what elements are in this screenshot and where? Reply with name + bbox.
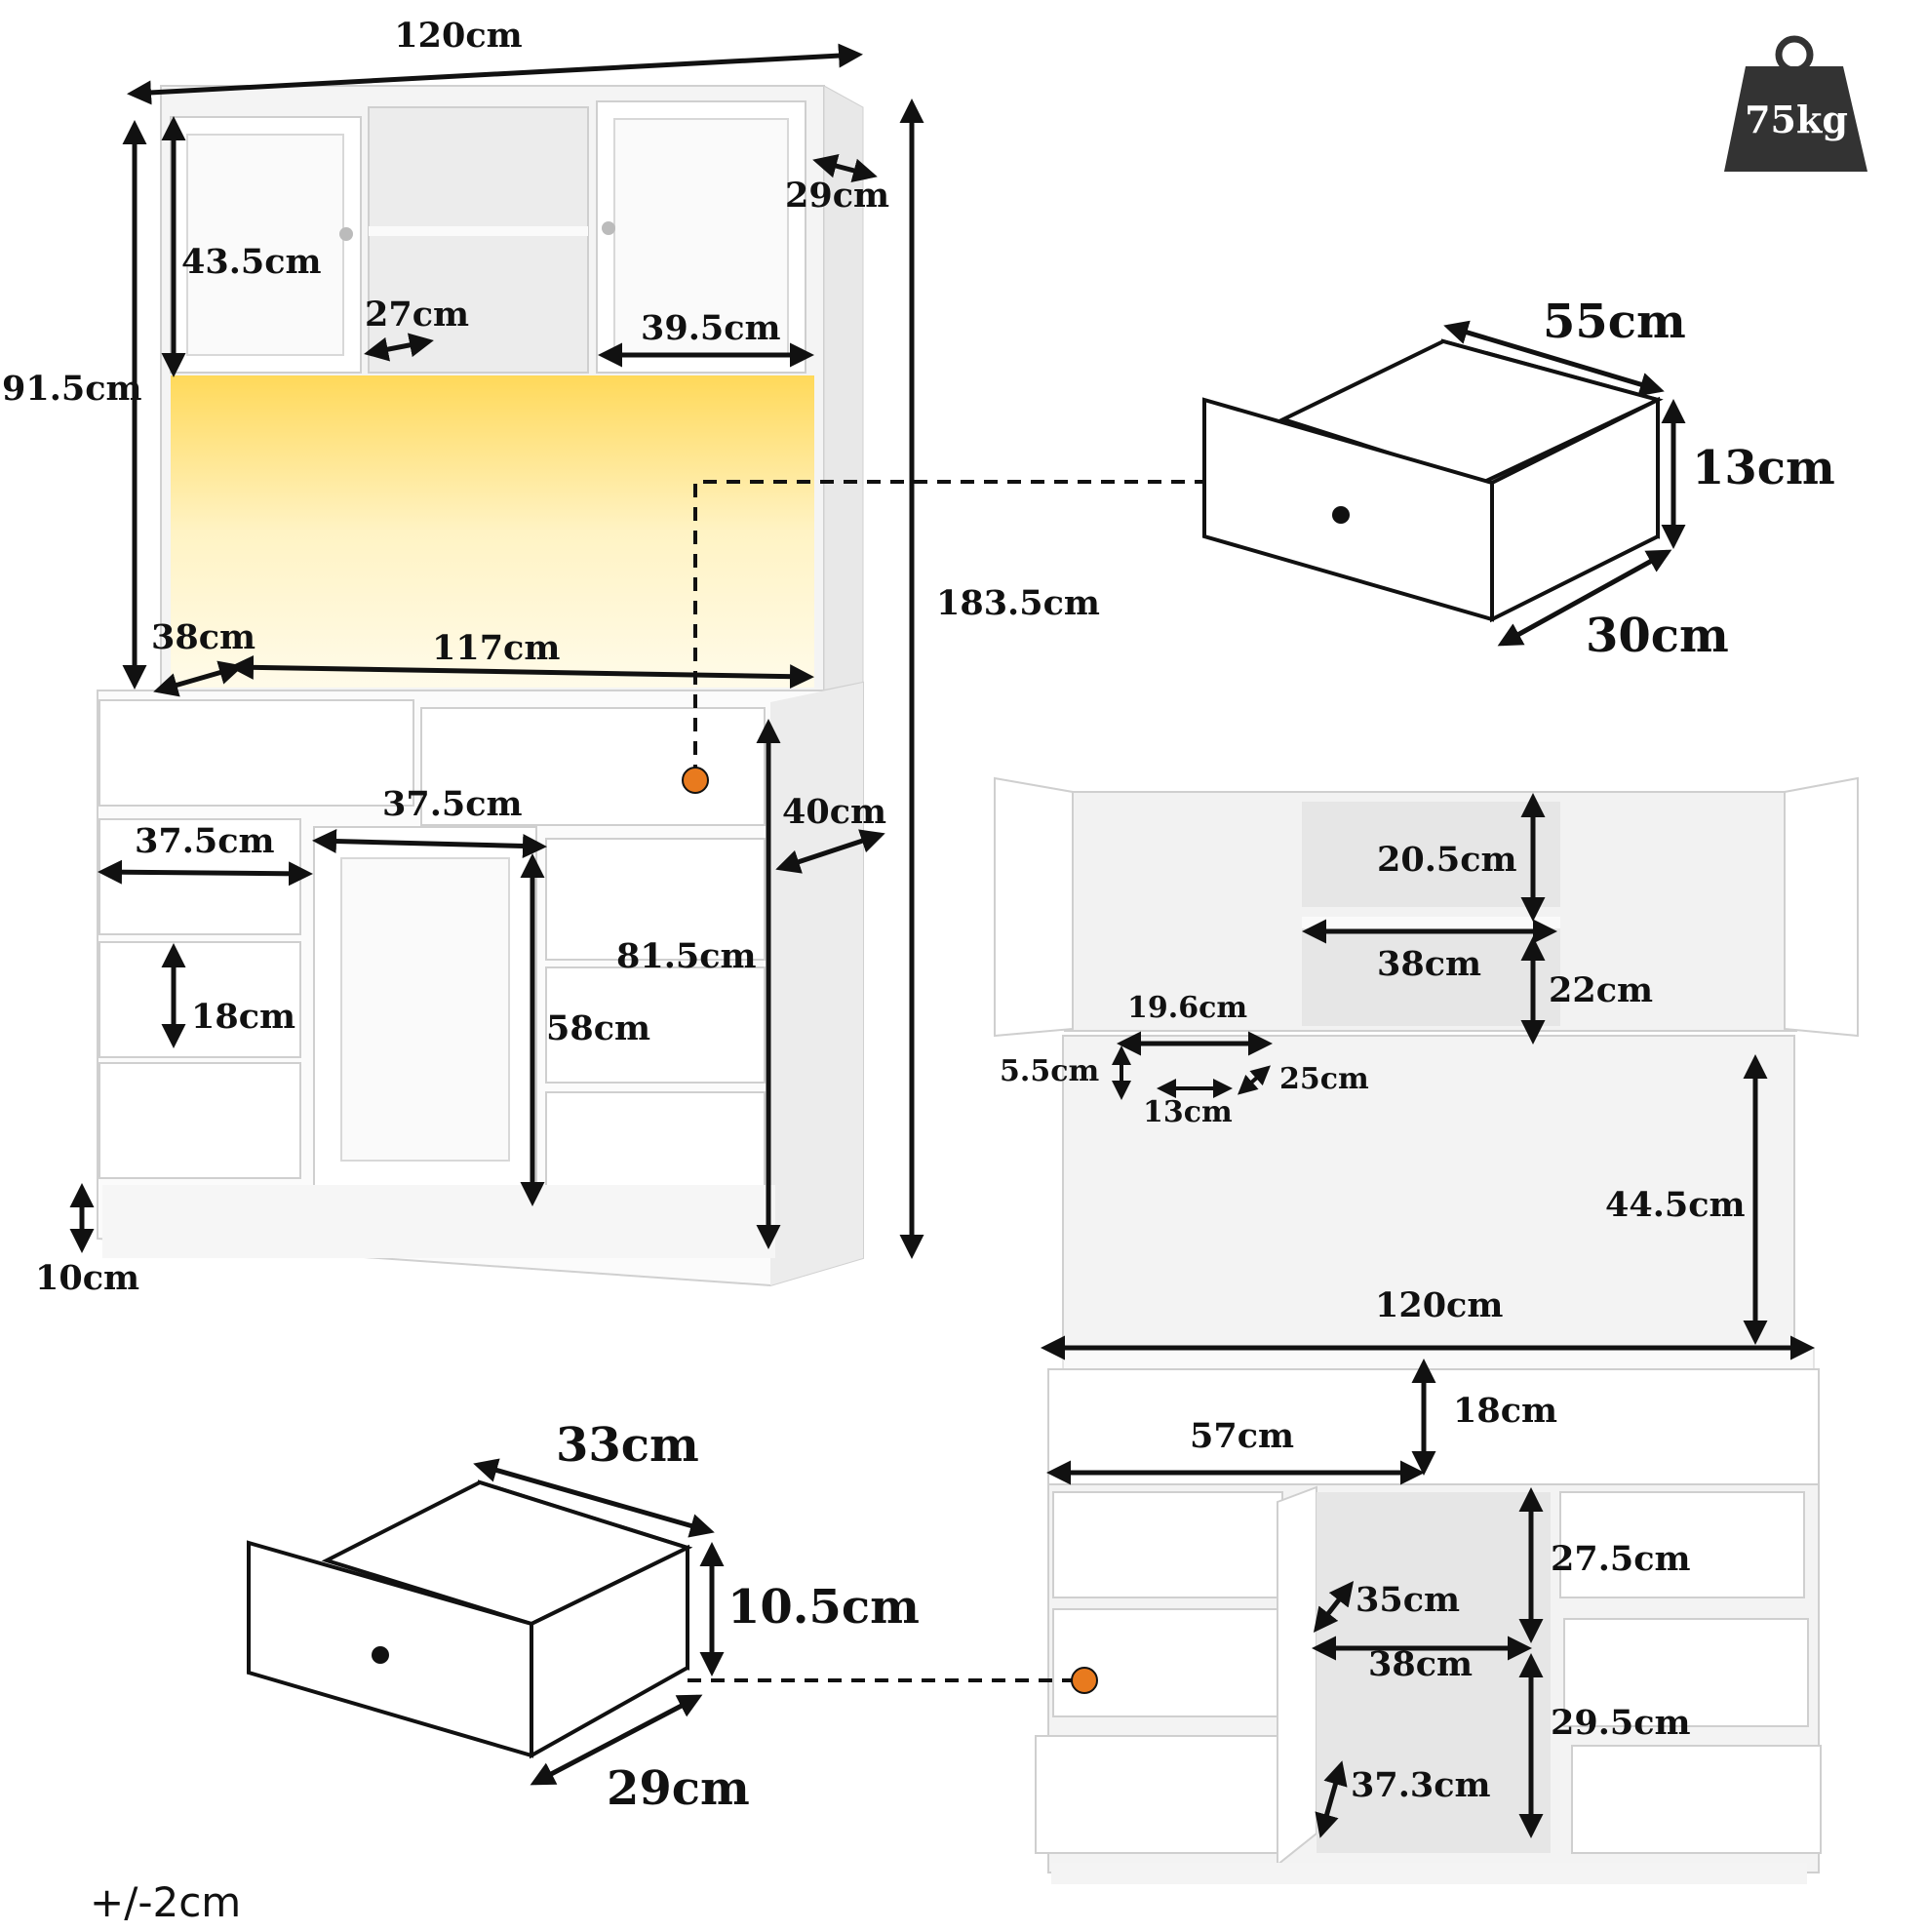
label-shelf-upper-height: 20.5cm (1377, 840, 1517, 880)
small-drawer-marker (1071, 1667, 1098, 1694)
label-small-drawer-height: 10.5cm (727, 1580, 920, 1635)
label-rack-height: 5.5cm (1000, 1054, 1099, 1088)
small-drawer-detail (247, 1479, 693, 1759)
open-view-dimensions (1041, 793, 1815, 1838)
label-hutch-height: 91.5cm (2, 369, 142, 409)
label-big-drawer-depth: 30cm (1586, 609, 1729, 663)
label-toe-kick: 10cm (35, 1258, 139, 1298)
label-base-depth-side: 40cm (782, 792, 886, 832)
label-open-shelf-width: 27cm (365, 295, 469, 335)
label-center-door-height: 58cm (546, 1008, 650, 1048)
label-cubby-width: 38cm (1377, 944, 1481, 984)
label-small-drawer-height: 18cm (191, 997, 295, 1037)
label-cabinet-lower-depth: 37.3cm (1351, 1765, 1491, 1805)
label-big-drawer-height: 13cm (1692, 441, 1835, 495)
label-small-drawer-width: 33cm (556, 1418, 699, 1473)
label-rack-width: 19.6cm (1127, 991, 1247, 1025)
big-drawer-detail (1202, 338, 1664, 623)
label-shelf-lower-height: 22cm (1549, 970, 1653, 1010)
label-cabinet-height: 29.5cm (1551, 1703, 1691, 1743)
label-cabinet-width: 38cm (1368, 1644, 1473, 1684)
label-base-height: 81.5cm (616, 936, 757, 976)
label-top-drawer-width-back: 57cm (1190, 1416, 1294, 1456)
front-view-dimensions (69, 43, 924, 1259)
label-top-drawer-height: 18cm (1453, 1391, 1557, 1431)
weight-label: 75kg (1745, 98, 1848, 141)
label-small-drawer-depth: 29cm (607, 1761, 750, 1816)
label-rack-gap: 13cm (1143, 1095, 1233, 1129)
weight-icon: 75kg (1724, 35, 1867, 172)
label-left-drawer-width: 37.5cm (135, 821, 275, 861)
label-counter-width-back: 120cm (1375, 1285, 1503, 1325)
tolerance-note: +/-2cm (90, 1878, 241, 1926)
label-top-drawer-width: 37.5cm (382, 784, 523, 824)
label-base-depth: 38cm (151, 617, 255, 657)
label-side-drawer-height: 27.5cm (1551, 1539, 1691, 1579)
label-upper-door-height: 43.5cm (181, 242, 322, 282)
label-hutch-depth: 29cm (785, 176, 889, 216)
label-upper-door-width: 39.5cm (641, 308, 781, 348)
big-drawer-marker (682, 767, 709, 794)
label-rack-depth: 25cm (1279, 1062, 1369, 1096)
label-big-drawer-width: 55cm (1543, 295, 1686, 349)
label-overall-width: 120cm (394, 16, 522, 56)
label-open-area-height: 44.5cm (1605, 1185, 1746, 1225)
label-cabinet-depth: 35cm (1356, 1580, 1460, 1620)
label-overall-height: 183.5cm (936, 583, 1100, 623)
label-countertop-width: 117cm (432, 628, 560, 668)
